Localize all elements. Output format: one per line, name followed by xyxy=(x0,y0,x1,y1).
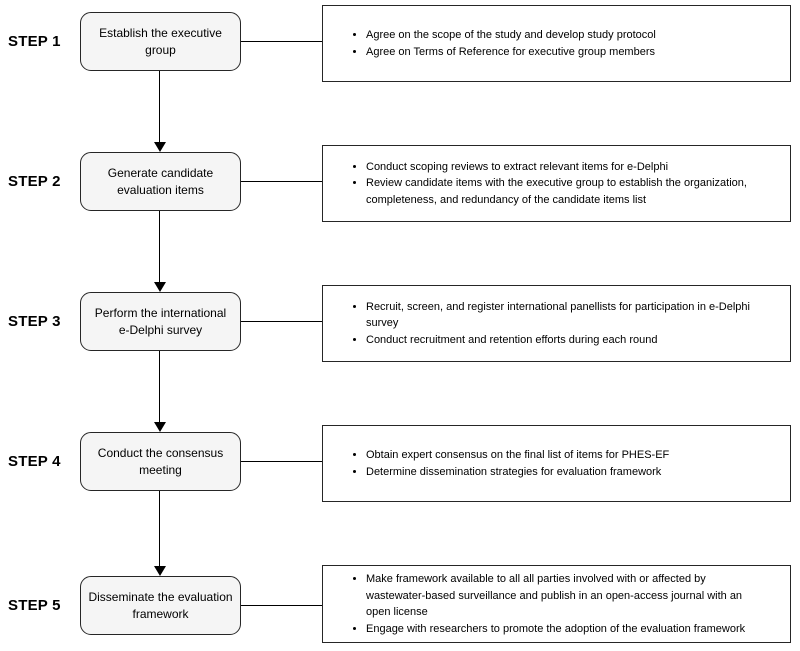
arrow-down-icon xyxy=(154,422,166,432)
step-2-box-text: Generate candidate evaluation items xyxy=(107,166,214,197)
bullet-item: Conduct scoping reviews to extract relev… xyxy=(366,159,782,176)
step-2-bullet-list: Conduct scoping reviews to extract relev… xyxy=(323,159,790,209)
step-3-connector-line xyxy=(241,321,322,322)
bullet-item: Make framework available to all all part… xyxy=(366,571,782,621)
step-4-connector-line xyxy=(241,461,322,462)
bullet-item: Agree on Terms of Reference for executiv… xyxy=(366,44,782,61)
arrow-line-3-4 xyxy=(159,351,160,422)
arrow-down-icon xyxy=(154,566,166,576)
arrow-line-1-2 xyxy=(159,71,160,142)
step-1-connector-line xyxy=(241,41,322,42)
arrow-down-icon xyxy=(154,142,166,152)
step-3-box-text: Perform the international e-Delphi surve… xyxy=(94,306,227,337)
bullet-item: Recruit, screen, and register internatio… xyxy=(366,299,782,332)
step-1-box: Establish the executive group xyxy=(80,12,241,71)
step-5-box-text: Disseminate the evaluation framework xyxy=(88,590,233,621)
bullet-item: Agree on the scope of the study and deve… xyxy=(366,27,782,44)
bullet-item: Obtain expert consensus on the final lis… xyxy=(366,447,782,464)
step-5-connector-line xyxy=(241,605,322,606)
step-2-label: STEP 2 xyxy=(8,173,61,190)
step-2-detail-panel: Conduct scoping reviews to extract relev… xyxy=(322,145,791,222)
step-3-label: STEP 3 xyxy=(8,313,61,330)
arrow-line-2-3 xyxy=(159,211,160,282)
step-5-label: STEP 5 xyxy=(8,597,61,614)
step-1-box-text: Establish the executive group xyxy=(99,26,222,57)
step-4-box: Conduct the consensus meeting xyxy=(80,432,241,491)
step-3-box: Perform the international e-Delphi surve… xyxy=(80,292,241,351)
arrow-line-4-5 xyxy=(159,491,160,566)
step-5-bullet-list: Make framework available to all all part… xyxy=(323,571,790,637)
bullet-item: Engage with researchers to promote the a… xyxy=(366,621,782,638)
step-1-bullet-list: Agree on the scope of the study and deve… xyxy=(323,27,790,60)
step-4-box-text: Conduct the consensus meeting xyxy=(97,446,224,477)
step-5-box: Disseminate the evaluation framework xyxy=(80,576,241,635)
step-4-bullet-list: Obtain expert consensus on the final lis… xyxy=(323,447,790,480)
step-2-box: Generate candidate evaluation items xyxy=(80,152,241,211)
bullet-item: Conduct recruitment and retention effort… xyxy=(366,332,782,349)
step-5-detail-panel: Make framework available to all all part… xyxy=(322,565,791,643)
step-4-label: STEP 4 xyxy=(8,453,61,470)
step-1-detail-panel: Agree on the scope of the study and deve… xyxy=(322,5,791,82)
step-3-detail-panel: Recruit, screen, and register internatio… xyxy=(322,285,791,362)
step-4-detail-panel: Obtain expert consensus on the final lis… xyxy=(322,425,791,502)
step-3-bullet-list: Recruit, screen, and register internatio… xyxy=(323,299,790,349)
bullet-item: Determine dissemination strategies for e… xyxy=(366,464,782,481)
step-2-connector-line xyxy=(241,181,322,182)
step-1-label: STEP 1 xyxy=(8,33,61,50)
arrow-down-icon xyxy=(154,282,166,292)
bullet-item: Review candidate items with the executiv… xyxy=(366,175,782,208)
